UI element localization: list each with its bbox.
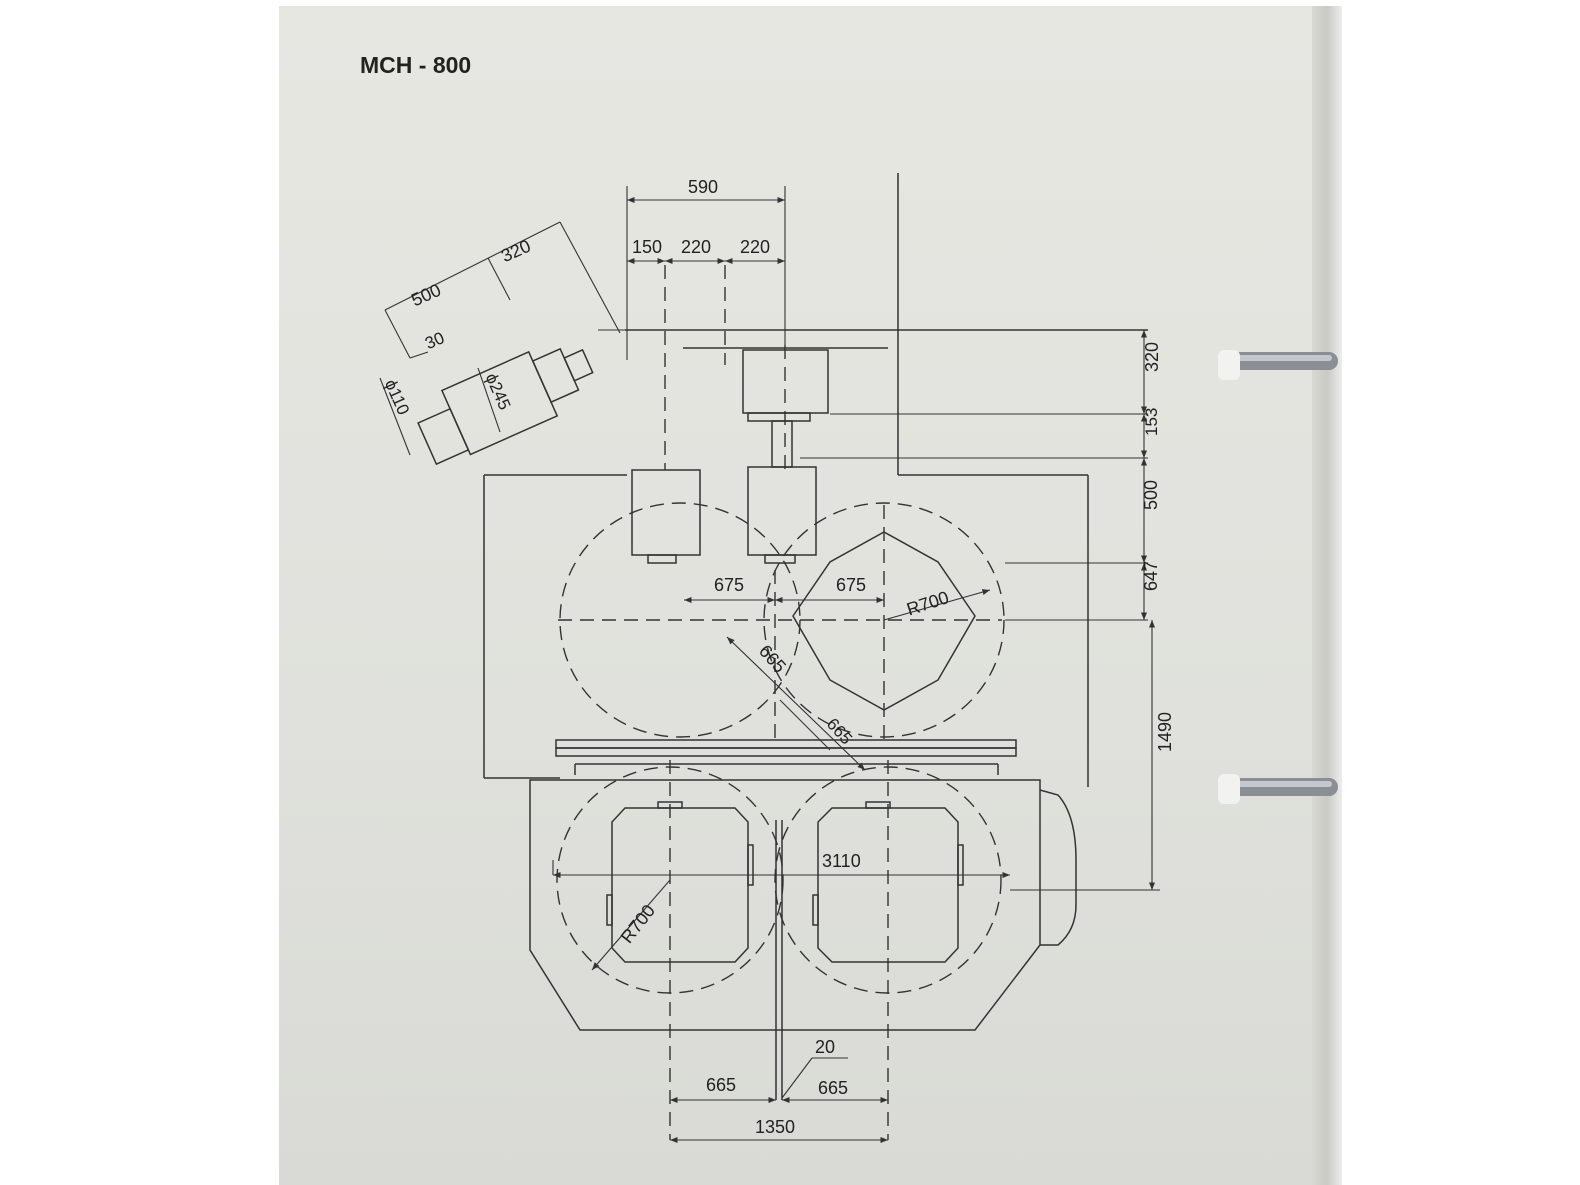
dim-20: 20: [815, 1037, 835, 1057]
right-dimension-group: [800, 330, 1160, 891]
dim-3110: 3110: [822, 851, 861, 871]
top-dimension-group: [626, 186, 786, 360]
dim-665-bottom-b: 665: [818, 1078, 848, 1098]
dim-665-diag-b: 665: [823, 714, 856, 748]
rail: [555, 739, 1017, 775]
binder-ring-icon: [1218, 350, 1338, 380]
dim-220-a: 220: [681, 237, 711, 257]
upper-table-assembly: [558, 502, 1005, 771]
dim-220-b: 220: [740, 237, 770, 257]
dim-1350: 1350: [755, 1117, 795, 1137]
dim-590: 590: [688, 177, 718, 197]
bottom-dimension-group: [670, 1057, 888, 1144]
dim-150: 150: [632, 237, 662, 257]
dim-320-tool: 320: [498, 236, 534, 266]
dim-30: 30: [422, 328, 447, 353]
drawing-sheet: [279, 6, 1340, 1185]
dim-phi110: ϕ110: [381, 377, 413, 418]
dim-647: 647: [1141, 561, 1161, 591]
dim-153: 153: [1142, 408, 1161, 436]
dim-320-right: 320: [1142, 342, 1162, 372]
dim-665-diag-a: 665: [755, 641, 790, 677]
dim-500-tool: 500: [408, 280, 444, 310]
dim-500-right: 500: [1141, 480, 1161, 510]
pallet-changer: [529, 760, 1077, 1140]
r700-upper: R700: [904, 587, 951, 619]
binder-ring-icon: [1218, 774, 1338, 804]
dim-665-bottom-a: 665: [706, 1075, 736, 1095]
dim-675-a: 675: [714, 575, 744, 595]
dim-675-b: 675: [836, 575, 866, 595]
dim-1490: 1490: [1155, 712, 1175, 752]
spindle-head: [631, 347, 888, 564]
frame-lines: [483, 173, 1148, 787]
drawing-title: MCH - 800: [360, 52, 471, 78]
tool-detail: [379, 221, 625, 466]
r700-lower: R700: [617, 901, 659, 947]
binder-page-edge: [1312, 6, 1342, 1185]
